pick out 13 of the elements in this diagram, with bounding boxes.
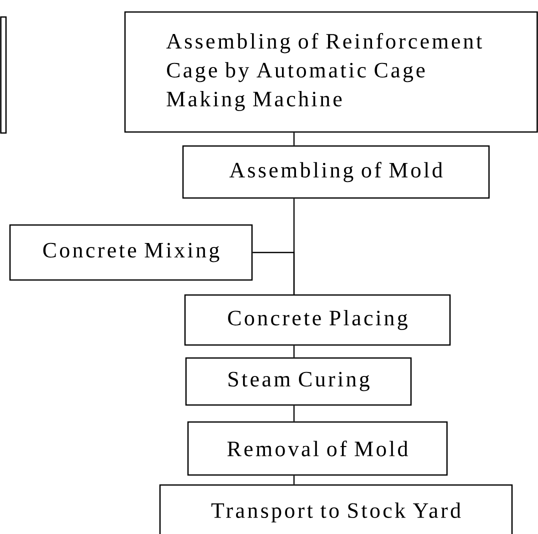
connector-line [252,252,295,294]
process-box: Concrete Mixing [9,224,253,281]
connector-line [293,346,295,358]
process-box: Steam Curing [185,357,412,406]
connector-line [293,476,295,484]
process-box: Removal of Mold [187,421,448,476]
process-box: Transport to Stock Yard [159,484,513,534]
process-box: Assembling of Mold [182,145,490,199]
process-box: Assembling of Reinforcement Cage by Automatic Cage Making Machine [124,11,538,133]
empty-box [0,16,7,134]
connector-line [293,132,295,146]
connector-line [293,406,295,422]
process-box: Concrete Placing [184,294,451,346]
